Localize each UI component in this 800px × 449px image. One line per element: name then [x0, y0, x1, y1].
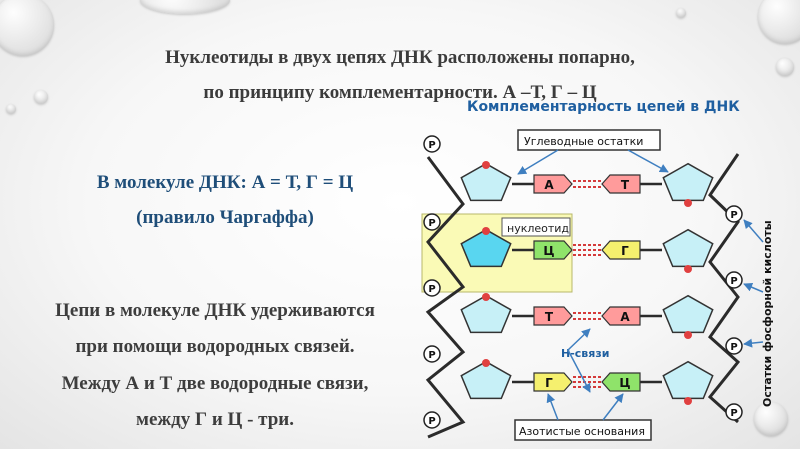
left-sugar-icon: [460, 360, 512, 400]
oxygen-atom-icon: [482, 293, 490, 301]
oxygen-atom-icon: [684, 199, 692, 207]
base-right: [601, 372, 641, 392]
phosphate-group-icon: [423, 345, 441, 363]
water-drop-decoration: [34, 90, 48, 104]
water-drop-decoration: [0, 0, 54, 56]
phosphate-symbol: Р: [428, 350, 435, 361]
oxygen-atom-icon: [684, 331, 692, 339]
water-drop-decoration: [754, 402, 788, 436]
base-right: [601, 306, 641, 326]
pointer-arrow: [627, 149, 669, 173]
phosphate-symbol: Р: [428, 284, 435, 295]
hydrogen-bonds-label: Н-связи: [561, 347, 609, 360]
nitrogen-bases-label: Азотистые основания: [519, 425, 645, 438]
dna-complementarity-diagram: Комплементарность цепей в ДНК нуклеотид …: [421, 99, 774, 441]
hydrogen-bonds-line-1: Цепи в молекуле ДНК удерживаются: [55, 300, 375, 321]
base-left: [533, 174, 573, 194]
phosphate-group-icon: [725, 271, 743, 289]
base-left: [533, 372, 573, 392]
phosphate-symbol: Р: [428, 416, 435, 427]
oxygen-atom-icon: [684, 265, 692, 273]
pointer-arrow: [546, 393, 559, 421]
water-drop-decoration: [776, 58, 794, 76]
phosphate-symbol: Р: [730, 408, 737, 419]
base-left-letter: А: [544, 178, 554, 192]
base-right: [601, 240, 641, 260]
base-right-letter: Г: [621, 244, 629, 258]
phosphate-group-icon: [423, 411, 441, 429]
phosphate-group-icon: [423, 279, 441, 297]
pointer-arrow: [743, 219, 764, 243]
phosphate-group-icon: [725, 337, 743, 355]
right-sugar-icon: [662, 360, 714, 400]
base-right-letter: Ц: [619, 376, 630, 390]
base-right-letter: Т: [621, 178, 630, 192]
oxygen-atom-icon: [482, 161, 490, 169]
slide-title-line-2: по принципу комплементарности. А –Т, Г –…: [203, 82, 597, 103]
phosphate-symbol: Р: [428, 218, 435, 229]
water-drop-decoration: [6, 104, 16, 114]
water-drop-decoration: [140, 0, 230, 14]
base-left: [533, 306, 573, 326]
right-backbone: [707, 153, 741, 424]
oxygen-atom-icon: [482, 227, 490, 235]
phosphate-symbol: Р: [730, 342, 737, 353]
left-sugar-icon: [460, 294, 512, 334]
hydrogen-bonds-line-2: при помощи водородных связей.: [75, 336, 355, 357]
nucleotide-label-box: [501, 217, 571, 237]
oxygen-atom-icon: [684, 397, 692, 405]
sugar-residues-label-box: [517, 129, 661, 151]
pointer-arrow: [567, 328, 591, 351]
pointer-arrow: [743, 282, 764, 293]
phosphate-symbol: Р: [428, 140, 435, 151]
phosphate-symbol: Р: [730, 210, 737, 221]
phosphate-symbol: Р: [730, 276, 737, 287]
phosphate-group-icon: [725, 205, 743, 223]
nitrogen-bases-label-box: [514, 419, 652, 441]
hydrogen-bonds-line-4: между Г и Ц - три.: [136, 409, 294, 430]
pointer-arrow: [743, 338, 764, 348]
pointer-arrow: [602, 393, 624, 421]
left-sugar-icon: [460, 228, 512, 268]
left-backbone: [425, 156, 466, 439]
diagram-title: Комплементарность цепей в ДНК: [467, 99, 740, 115]
sugar-residues-label: Углеводные остатки: [524, 135, 643, 148]
phosphate-group-icon: [423, 213, 441, 231]
chargaff-rule-line-2: (правило Чаргаффа): [136, 207, 314, 228]
base-right-letter: А: [620, 310, 630, 324]
base-right: [601, 174, 641, 194]
base-left-letter: Ц: [543, 244, 554, 258]
right-sugar-icon: [662, 162, 714, 202]
phosphate-group-icon: [423, 135, 441, 153]
left-sugar-icon: [460, 162, 512, 202]
phosphate-group-icon: [725, 403, 743, 421]
base-left-letter: Т: [545, 310, 554, 324]
nucleotide-label: нуклеотид: [507, 222, 569, 235]
chargaff-rule-line-1: В молекуле ДНК: А = Т, Г = Ц: [96, 172, 354, 193]
right-sugar-icon: [662, 228, 714, 268]
slide-title-line-1: Нуклеотиды в двух цепях ДНК расположены …: [165, 47, 635, 68]
water-drop-decoration: [758, 0, 800, 44]
water-drop-decoration: [676, 8, 686, 18]
pointer-arrow: [567, 349, 591, 393]
phosphate-residues-label: Остатки фосфорной кислоты: [761, 220, 774, 407]
base-left: [533, 240, 573, 260]
oxygen-atom-icon: [482, 359, 490, 367]
base-left-letter: Г: [545, 376, 553, 390]
hydrogen-bonds-line-3: Между А и Т две водородные связи,: [61, 373, 369, 394]
pointer-arrow: [517, 149, 559, 175]
right-sugar-icon: [662, 294, 714, 334]
